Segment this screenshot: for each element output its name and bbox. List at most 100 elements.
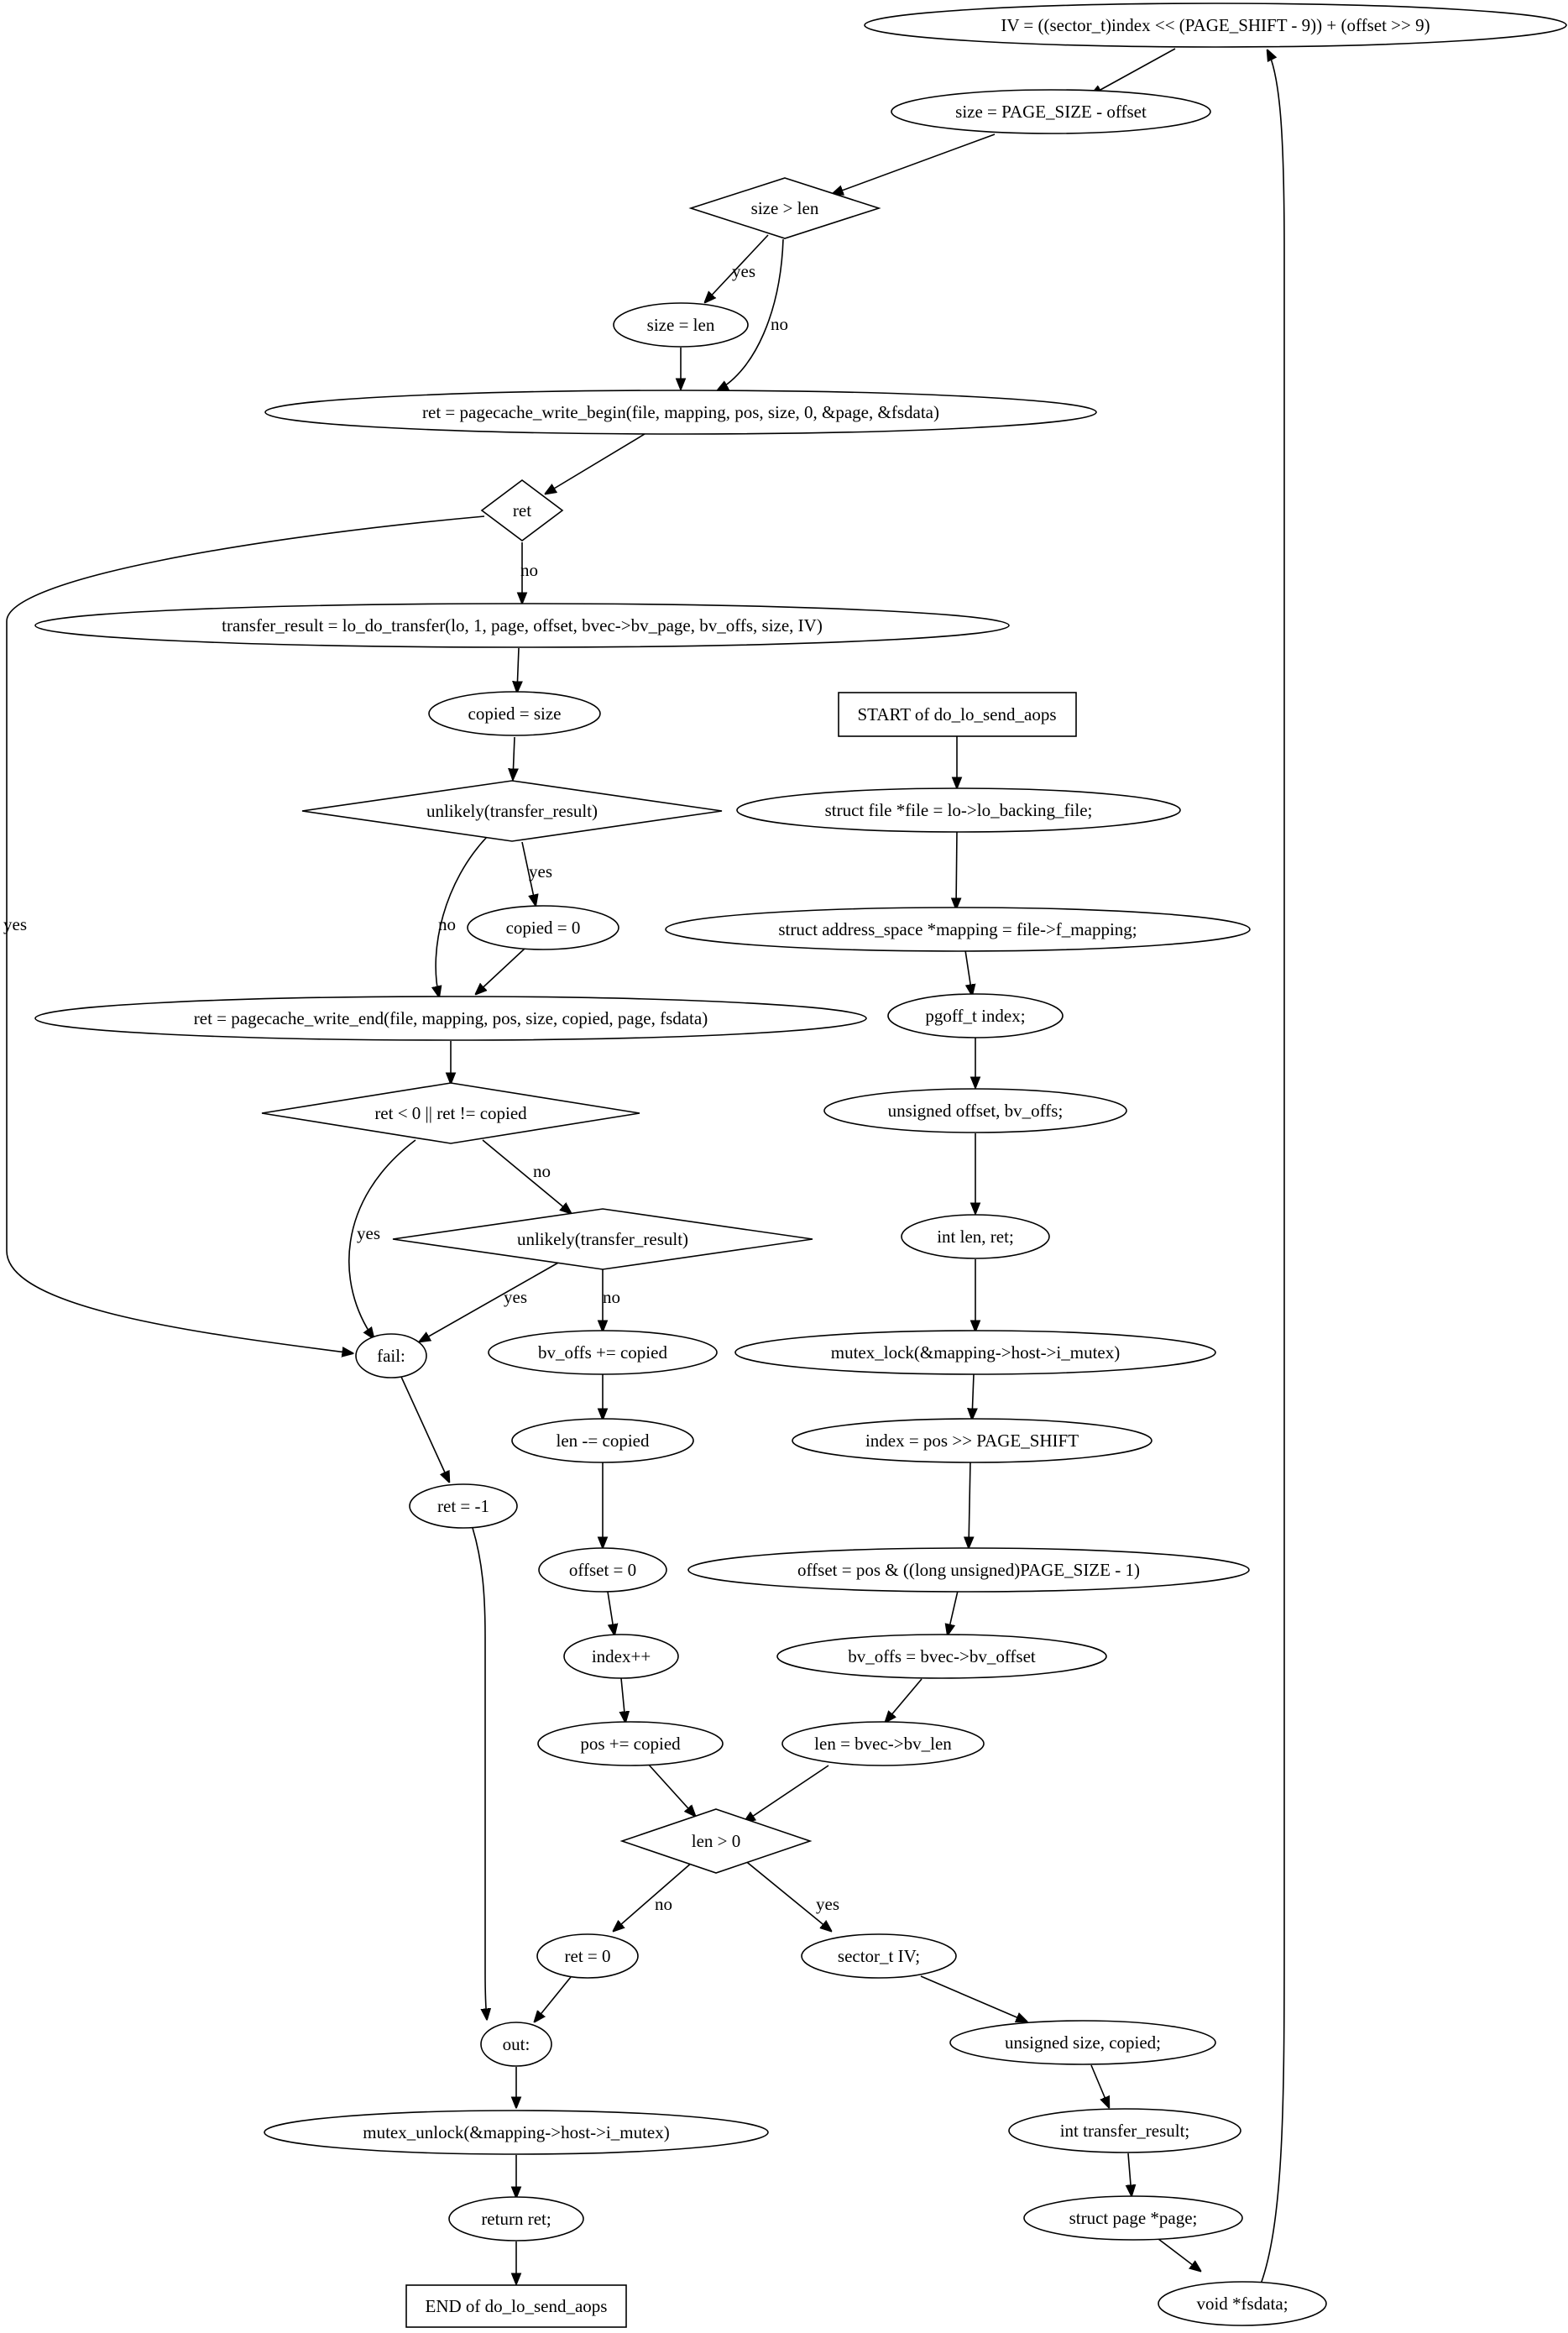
svg-text:pgoff_t index;: pgoff_t index; [925,1006,1025,1026]
svg-text:unlikely(transfer_result): unlikely(transfer_result) [517,1229,688,1249]
node-struct-page: struct page *page; [1023,2195,1243,2241]
node-sector-iv: sector_t IV; [801,1933,957,1979]
svg-text:mutex_unlock(&mapping->host->i: mutex_unlock(&mapping->host->i_mutex) [363,2122,669,2142]
edge-offsetzero-indexinc [607,1591,614,1635]
svg-text:index = pos >> PAGE_SHIFT: index = pos >> PAGE_SHIFT [865,1431,1079,1451]
node-return-ret: return ret; [448,2196,584,2241]
edge-label-yes-retlt0: yes [357,1223,380,1243]
edge-label-yes-ret: yes [3,914,27,934]
node-pos-inc: pos += copied [537,1721,724,1766]
node-out: out: [480,2022,552,2067]
edge-label-yes-sizegtlen: yes [732,261,755,281]
svg-text:transfer_result = lo_do_transf: transfer_result = lo_do_transfer(lo, 1, … [222,615,823,636]
svg-text:unsigned size, copied;: unsigned size, copied; [1005,2032,1161,2053]
svg-text:struct address_space *mapping: struct address_space *mapping = file->f_… [778,919,1137,939]
edge-writebegin-ret [546,433,645,494]
node-int-transfer: int transfer_result; [1008,2108,1241,2153]
node-void-fsdata: void *fsdata; [1158,2281,1327,2326]
edge-ret-fail [6,515,485,1353]
edge-index-offset [969,1460,970,1547]
node-ret-lt-0: ret < 0 || ret != copied [261,1082,640,1144]
svg-text:int len, ret;: int len, ret; [937,1227,1014,1247]
nodes: START of do_lo_send_aops struct file *fi… [34,3,1567,2328]
node-fail: fail: [355,1333,427,1378]
node-copied-zero: copied = 0 [467,905,619,950]
node-do-transfer: transfer_result = lo_do_transfer(lo, 1, … [34,603,1010,648]
node-bv-offs-assign: bv_offs = bvec->bv_offset [776,1634,1107,1679]
svg-text:struct page *page;: struct page *page; [1069,2208,1198,2228]
edge-unsignedsize-inttransfer [1090,2064,1109,2107]
svg-text:bv_offs = bvec->bv_offset: bv_offs = bvec->bv_offset [848,1646,1036,1666]
node-mutex-lock: mutex_lock(&mapping->host->i_mutex) [734,1330,1216,1375]
edge-label-no-ret: no [520,560,538,580]
node-len-dec: len -= copied [511,1418,694,1463]
node-unlikely-1: unlikely(transfer_result) [301,780,723,842]
svg-text:START of do_lo_send_aops: START of do_lo_send_aops [858,704,1057,724]
node-mutex-unlock: mutex_unlock(&mapping->host->i_mutex) [264,2110,769,2155]
node-start: START of do_lo_send_aops [838,692,1077,737]
node-unsigned-size: unsigned size, copied; [949,2020,1216,2065]
svg-text:ret = -1: ret = -1 [437,1496,489,1516]
edge-label-yes-unlikely1: yes [529,861,552,881]
edge-dotransfer-copied [517,647,519,692]
svg-text:ret = pagecache_write_begin(fi: ret = pagecache_write_begin(file, mappin… [422,402,939,422]
edge-fail-retminus1 [400,1376,449,1482]
svg-text:copied = size: copied = size [468,704,562,724]
edge-unlikely1-writeend [436,836,488,996]
svg-text:index++: index++ [592,1646,651,1666]
edge-len-lengt0 [745,1765,829,1822]
edge-lengt0-ret0 [614,1861,693,1931]
svg-text:out:: out: [503,2034,531,2054]
svg-text:size = len: size = len [647,315,715,335]
edge-mapping-pgoff [964,949,972,995]
svg-text:ret: ret [513,500,531,520]
edge-label-no-retlt0: no [533,1161,551,1181]
svg-text:pos += copied: pos += copied [580,1734,681,1754]
node-unsigned-offset-decl: unsigned offset, bv_offs; [823,1088,1127,1133]
node-size-gt-len: size > len [688,177,881,239]
node-index-inc: index++ [563,1634,679,1679]
svg-text:struct file *file = lo->lo_bac: struct file *file = lo->lo_backing_file; [825,800,1093,820]
svg-text:bv_offs += copied: bv_offs += copied [538,1342,667,1363]
svg-text:len = bvec->bv_len: len = bvec->bv_len [814,1734,952,1754]
svg-text:size = PAGE_SIZE - offset: size = PAGE_SIZE - offset [955,102,1147,122]
edge-voidfsdata-iv [1258,50,1285,2289]
svg-text:ret < 0 || ret != copied: ret < 0 || ret != copied [374,1103,527,1123]
edge-inttransfer-structpage [1128,2153,1132,2195]
svg-text:size > len: size > len [751,198,819,218]
svg-text:unlikely(transfer_result): unlikely(transfer_result) [426,801,598,821]
node-size-assign: size = PAGE_SIZE - offset [891,89,1211,134]
node-ret-check: ret [480,479,564,541]
node-offset-zero: offset = 0 [538,1547,667,1593]
svg-text:IV = ((sector_t)index << (PAGE: IV = ((sector_t)index << (PAGE_SHIFT - 9… [1001,15,1429,35]
edge-retlt0-fail [348,1139,416,1338]
svg-text:END of do_lo_send_aops: END of do_lo_send_aops [426,2296,608,2316]
edge-offset-bvoffs [948,1590,959,1635]
node-pgoff-decl: pgoff_t index; [887,993,1064,1038]
edge-file-mapping [956,830,957,908]
edge-iv-size [1091,48,1176,95]
edge-labels: yes no no yes yes no no yes yes no no ye… [3,261,839,1914]
svg-text:sector_t IV;: sector_t IV; [838,1946,920,1966]
edge-unlikely1-copiedzero [521,841,536,905]
node-len-assign: len = bvec->bv_len [781,1721,985,1766]
svg-text:ret = 0: ret = 0 [565,1946,611,1966]
edge-unlikely2-fail [420,1261,561,1342]
svg-text:offset = pos & ((long unsigned: offset = pos & ((long unsigned)PAGE_SIZE… [797,1560,1140,1580]
edge-retlt0-unlikely2 [482,1139,571,1213]
svg-text:offset = 0: offset = 0 [569,1560,636,1580]
node-mapping-decl: struct address_space *mapping = file->f_… [665,907,1251,952]
node-offset-assign: offset = pos & ((long unsigned)PAGE_SIZE… [687,1547,1250,1593]
node-write-begin: ret = pagecache_write_begin(file, mappin… [264,390,1097,435]
edge-label-no-unlikely2: no [603,1287,620,1307]
edge-sizegtlen-writebegin [718,238,784,390]
node-copied-size: copied = size [428,691,601,736]
svg-text:ret = pagecache_write_end(file: ret = pagecache_write_end(file, mapping,… [194,1008,708,1028]
edge-copied-unlikely1 [513,736,515,779]
svg-text:copied = 0: copied = 0 [506,918,581,938]
node-write-end: ret = pagecache_write_end(file, mapping,… [34,996,867,1041]
edge-indexinc-posinc [621,1677,625,1722]
svg-text:return ret;: return ret; [481,2209,551,2229]
node-int-len-decl: int len, ret; [901,1214,1050,1259]
node-index-assign: index = pos >> PAGE_SHIFT [792,1418,1152,1463]
